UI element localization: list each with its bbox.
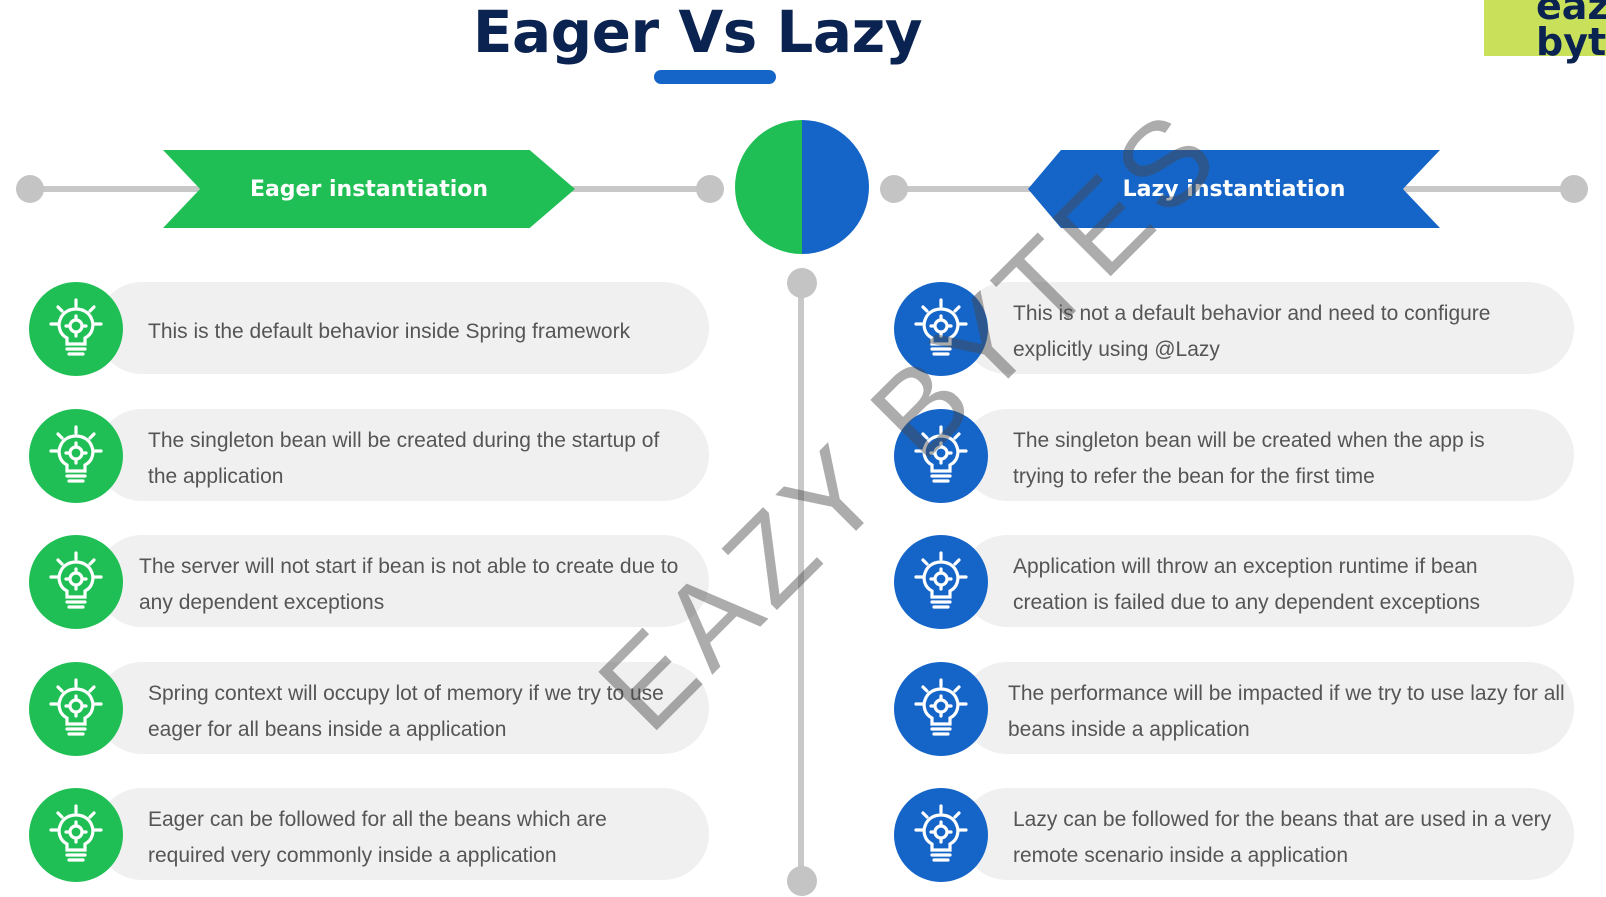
eager-heading: Eager instantiation (249, 176, 489, 202)
lazy-item-2-text: The singleton bean will be created when … (1013, 429, 1485, 488)
lazy-item-pill (961, 662, 1574, 754)
lazy-item-4-text: The performance will be impacted if we t… (1008, 682, 1565, 741)
logo-line-2: byt (1536, 20, 1606, 64)
eager-item-4-text: Spring context will occupy lot of memory… (148, 682, 664, 741)
lazy-item-pill (961, 788, 1574, 880)
eager-banner: Eager instantiation (163, 150, 575, 228)
lightbulb-gear-icon (894, 662, 988, 756)
right-inner-dot (880, 175, 908, 203)
eager-item-pill (96, 282, 709, 374)
right-end-dot (1560, 175, 1588, 203)
eager-item-pill (96, 788, 709, 880)
lightbulb-gear-icon (894, 409, 988, 503)
left-end-dot (16, 175, 44, 203)
lightbulb-gear-icon (29, 409, 123, 503)
center-vertical-line (798, 280, 804, 880)
eager-item-5-text: Eager can be followed for all the beans … (148, 808, 607, 867)
eager-item-pill (96, 662, 709, 754)
lightbulb-gear-icon (894, 535, 988, 629)
logo-line-1: eaz (1536, 0, 1606, 28)
lightbulb-gear-icon (29, 662, 123, 756)
lazy-item-5-text: Lazy can be followed for the beans that … (1013, 808, 1552, 867)
lazy-heading: Lazy instantiation (1122, 176, 1346, 202)
lazy-item-pill (961, 409, 1574, 501)
lightbulb-gear-icon (894, 282, 988, 376)
lazy-item-3-text: Application will throw an exception runt… (1013, 555, 1480, 614)
eager-item-2-text: The singleton bean will be created durin… (148, 429, 660, 488)
lightbulb-gear-icon (29, 788, 123, 882)
center-top-dot (787, 268, 817, 298)
lightbulb-gear-icon (894, 788, 988, 882)
logo-text: eaz byt (1536, 0, 1606, 61)
lazy-item-pill (961, 535, 1574, 627)
page-title: Eager Vs Lazy (472, 0, 923, 66)
lazy-item-1-text: This is not a default behavior and need … (1013, 302, 1491, 361)
left-inner-dot (696, 175, 724, 203)
logo (1484, 0, 1606, 56)
lightbulb-gear-icon (29, 282, 123, 376)
lazy-item-pill (961, 282, 1574, 374)
center-bottom-dot (787, 866, 817, 896)
center-split-circle (735, 120, 869, 254)
title-underline (654, 70, 776, 84)
eager-item-pill (96, 535, 709, 627)
eager-item-pill (96, 409, 709, 501)
lazy-banner: Lazy instantiation (1028, 150, 1440, 228)
eager-item-3-text: The server will not start if bean is not… (139, 555, 679, 614)
eager-item-1-text: This is the default behavior inside Spri… (148, 320, 631, 343)
lightbulb-gear-icon (29, 535, 123, 629)
